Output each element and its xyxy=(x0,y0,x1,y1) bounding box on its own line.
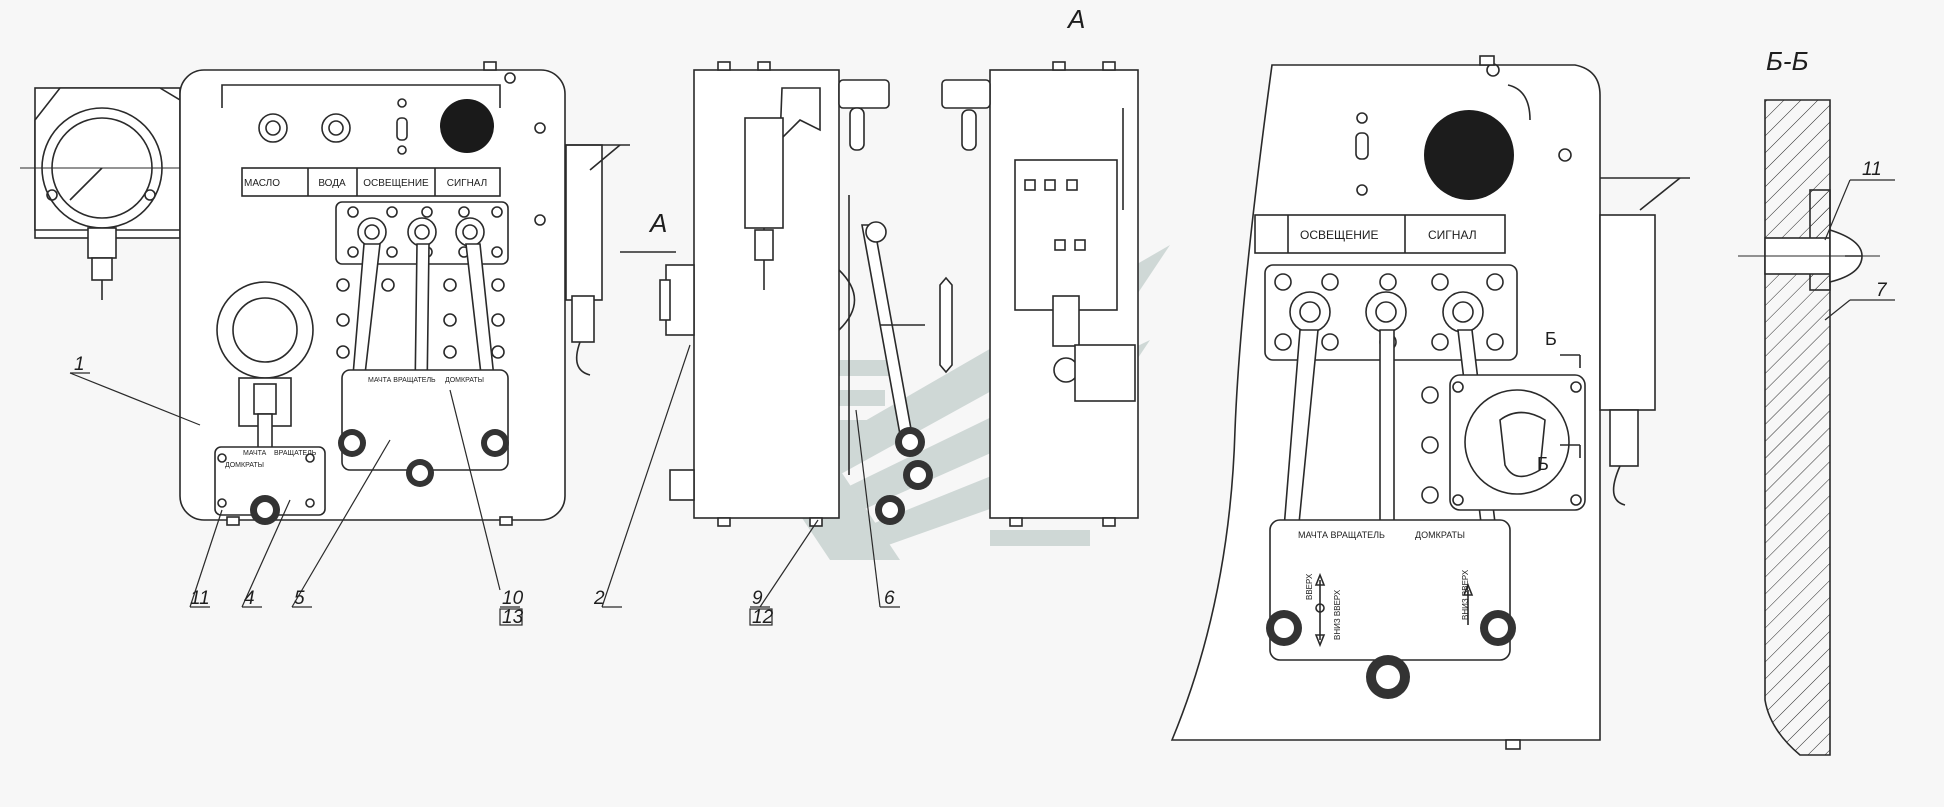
detail-label-jacks: ДОМКРАТЫ xyxy=(1415,530,1465,540)
label-water: ВОДА xyxy=(318,178,346,189)
callout-5: 5 xyxy=(294,588,305,609)
detail-label-signal: СИГНАЛ xyxy=(1428,228,1477,242)
detail-label-mast-rotator: МАЧТА ВРАЩАТЕЛЬ xyxy=(1298,530,1385,540)
callout-11-section: 11 xyxy=(1862,159,1882,180)
cut-mark-bottom: Б xyxy=(1537,454,1549,474)
callout-6: 6 xyxy=(884,588,895,609)
detail-label-down-up-right: ВНИЗ ВВЕРХ xyxy=(1461,569,1470,620)
callout-9: 9 xyxy=(752,588,763,609)
detail-view xyxy=(1170,55,1690,750)
detail-label-down-up: ВНИЗ ВВЕРХ xyxy=(1333,589,1342,640)
small-plate-jacks: ДОМКРАТЫ xyxy=(225,462,264,469)
callout-4: 4 xyxy=(244,588,255,609)
callout-1: 1 xyxy=(74,354,85,375)
detail-label-up: ВВЕРХ xyxy=(1305,573,1314,600)
callout-7: 7 xyxy=(1876,280,1888,301)
side-view xyxy=(659,61,953,527)
detail-label-lighting: ОСВЕЩЕНИЕ xyxy=(1300,228,1379,242)
view-a-title: А xyxy=(1066,4,1085,34)
cut-mark-top: Б xyxy=(1545,329,1557,349)
section-title: Б-Б xyxy=(1766,46,1809,76)
small-plate-rotator: ВРАЩАТЕЛЬ xyxy=(274,450,317,457)
label-signal: СИГНАЛ xyxy=(447,178,488,189)
small-plate-mast: МАЧТА xyxy=(243,450,267,457)
callout-leaders xyxy=(69,179,1895,626)
rear-view-a xyxy=(941,61,1139,527)
front-panel-view xyxy=(20,61,630,526)
callout-11: 11 xyxy=(190,588,210,609)
pressure-gauge xyxy=(20,87,190,300)
callout-2: 2 xyxy=(593,588,605,609)
label-lighting: ОСВЕЩЕНИЕ xyxy=(363,178,429,189)
callout-10: 10 xyxy=(502,588,524,609)
plate-label-jacks: ДОМКРАТЫ xyxy=(445,377,484,384)
label-oil: МАСЛО xyxy=(244,178,280,189)
callout-13: 13 xyxy=(502,607,524,628)
view-arrow-label: А xyxy=(648,208,667,238)
section-view xyxy=(1738,99,1880,756)
plate-label-mast-rotator: МАЧТА ВРАЩАТЕЛЬ xyxy=(368,377,436,384)
callout-12: 12 xyxy=(752,607,774,628)
